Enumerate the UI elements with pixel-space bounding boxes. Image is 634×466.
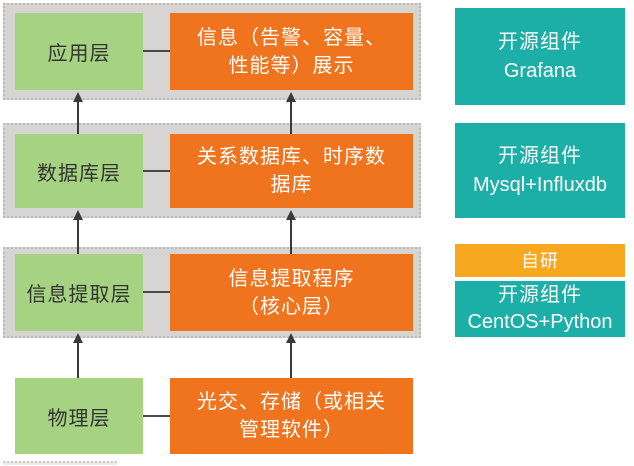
desc-line: 信息（告警、容量、	[197, 26, 386, 49]
desc-line: （核心层）	[239, 295, 344, 318]
arrow-up-icon	[73, 333, 83, 378]
layer-box-physical: 物理层	[15, 378, 143, 454]
legend-label: 开源组件	[498, 284, 582, 306]
legend-label: 开源组件	[498, 144, 582, 167]
desc-line: 性能等）展示	[228, 54, 355, 77]
arrow-up-icon	[73, 210, 83, 254]
cropped-band-edge	[3, 461, 117, 465]
arrow-up-icon	[286, 210, 296, 254]
desc-line: 据库	[270, 174, 313, 196]
desc-box-physical: 光交、存储（或相关 管理软件）	[170, 378, 413, 454]
connector-line-database	[143, 170, 170, 172]
desc-box-database: 关系数据库、时序数 据库	[170, 134, 413, 208]
layer-label-database: 数据库层	[37, 162, 121, 185]
connector-line-extraction	[143, 291, 170, 293]
legend-component: Grafana	[503, 59, 577, 82]
legend-label: 开源组件	[498, 30, 582, 53]
desc-box-extraction: 信息提取程序 （核心层）	[170, 254, 413, 331]
legend-box-mysql-influxdb: 开源组件 Mysql+Influxdb	[455, 123, 625, 218]
arrow-up-icon	[286, 333, 296, 378]
layer-box-database: 数据库层	[15, 134, 143, 208]
legend-box-self-developed: 自研	[455, 244, 625, 277]
desc-line: 关系数据库、时序数	[197, 146, 386, 168]
legend-box-centos-python: 开源组件 CentOS+Python	[455, 281, 625, 337]
connector-line-application	[143, 50, 170, 52]
legend-component: CentOS+Python	[467, 311, 613, 333]
legend-label: 自研	[521, 250, 559, 271]
layer-box-extraction: 信息提取层	[15, 254, 143, 331]
desc-line: 光交、存储（或相关	[197, 391, 386, 413]
connector-line-physical	[143, 415, 170, 417]
legend-component: Mysql+Influxdb	[473, 173, 607, 196]
layer-label-physical: 物理层	[47, 407, 111, 430]
desc-box-application: 信息（告警、容量、 性能等）展示	[170, 13, 413, 90]
arrow-up-icon	[73, 92, 83, 134]
legend-box-grafana: 开源组件 Grafana	[455, 8, 625, 105]
layer-box-application: 应用层	[15, 13, 143, 90]
arrow-up-icon	[286, 92, 296, 134]
layer-label-application: 应用层	[47, 43, 111, 65]
desc-line: 管理软件）	[239, 419, 344, 441]
desc-line: 信息提取程序	[228, 267, 355, 290]
layer-label-extraction: 信息提取层	[26, 284, 132, 306]
